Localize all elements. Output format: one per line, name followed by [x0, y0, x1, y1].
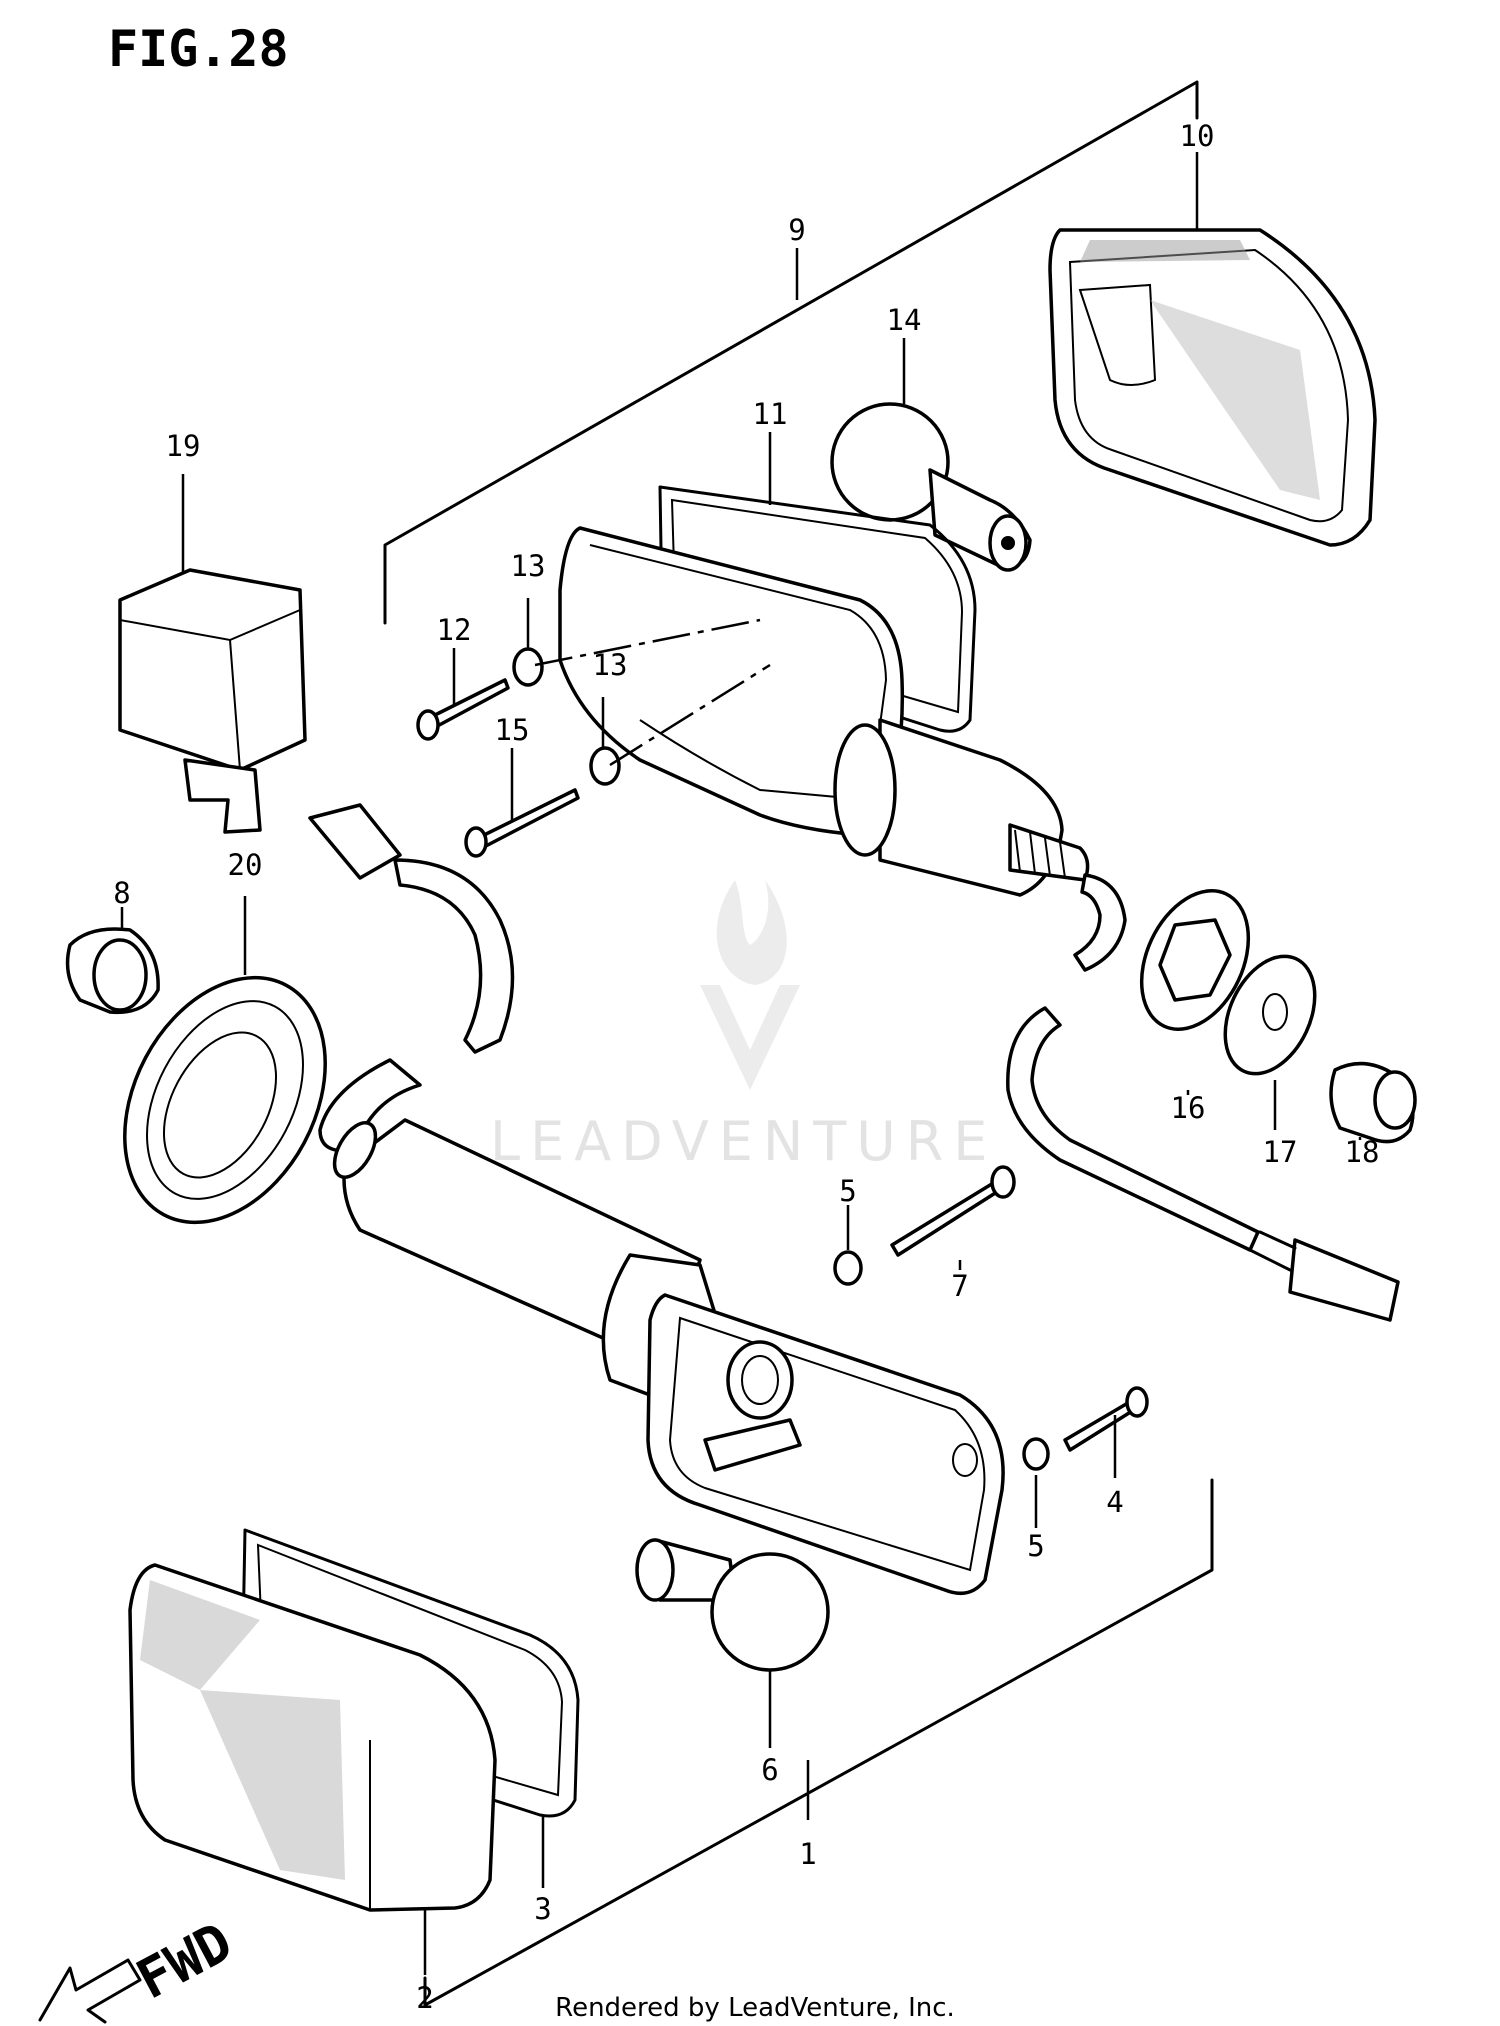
rear-screws	[416, 618, 771, 858]
callout-10: 10	[1180, 119, 1215, 153]
callout-5-upper: 5	[839, 1174, 856, 1208]
callout-18: 18	[1345, 1135, 1380, 1169]
callout-labels: 1 2 3 4 5 5 6 7 8 9 10 11 12 13 13 14 15…	[113, 119, 1379, 2015]
rear-bulb	[830, 402, 1032, 572]
callout-9: 9	[788, 213, 805, 247]
rear-lens	[1048, 228, 1377, 547]
rear-washer-assembly	[1139, 889, 1417, 1144]
front-lens	[128, 1563, 497, 1912]
callout-15: 15	[495, 713, 530, 747]
front-lamp-housing	[332, 1118, 1005, 1596]
rear-wiring-harness	[1006, 873, 1400, 1322]
callout-17: 17	[1263, 1135, 1298, 1169]
footer-credit: Rendered by LeadVenture, Inc.	[555, 1993, 955, 2023]
assembly-bracket-9	[383, 80, 1199, 625]
callout-12: 12	[437, 613, 472, 647]
callout-4: 4	[1106, 1485, 1123, 1519]
callout-16: 16	[1171, 1091, 1206, 1125]
callout-19: 19	[166, 429, 201, 463]
callout-2: 2	[416, 1981, 433, 2015]
callout-11: 11	[753, 397, 788, 431]
figure-title: FIG.28	[108, 20, 289, 78]
callout-5-lower: 5	[1027, 1529, 1044, 1563]
callout-13-upper: 13	[511, 549, 546, 583]
forward-direction-indicator: FWD	[38, 1910, 243, 2024]
callout-7: 7	[951, 1269, 968, 1303]
callout-8: 8	[113, 876, 130, 910]
front-screws	[833, 1165, 1149, 1471]
watermark-text: LEADVENTURE	[490, 1110, 997, 1173]
assembly-bracket-1	[423, 1478, 1214, 2007]
front-wiring-harness	[308, 803, 515, 1153]
callout-20: 20	[228, 848, 263, 882]
front-nut-and-washer	[65, 927, 327, 1225]
front-bulb	[635, 1538, 830, 1672]
callout-3: 3	[534, 1892, 551, 1926]
leader-lines	[120, 152, 1362, 1975]
callout-13-lower: 13	[593, 648, 628, 682]
rear-lamp-housing	[558, 526, 1090, 897]
callout-14: 14	[887, 303, 922, 337]
callout-6: 6	[761, 1753, 778, 1787]
fwd-label: FWD	[127, 1910, 243, 2011]
relay	[118, 568, 307, 834]
callout-1: 1	[799, 1837, 816, 1871]
watermark-logo	[700, 880, 800, 1090]
